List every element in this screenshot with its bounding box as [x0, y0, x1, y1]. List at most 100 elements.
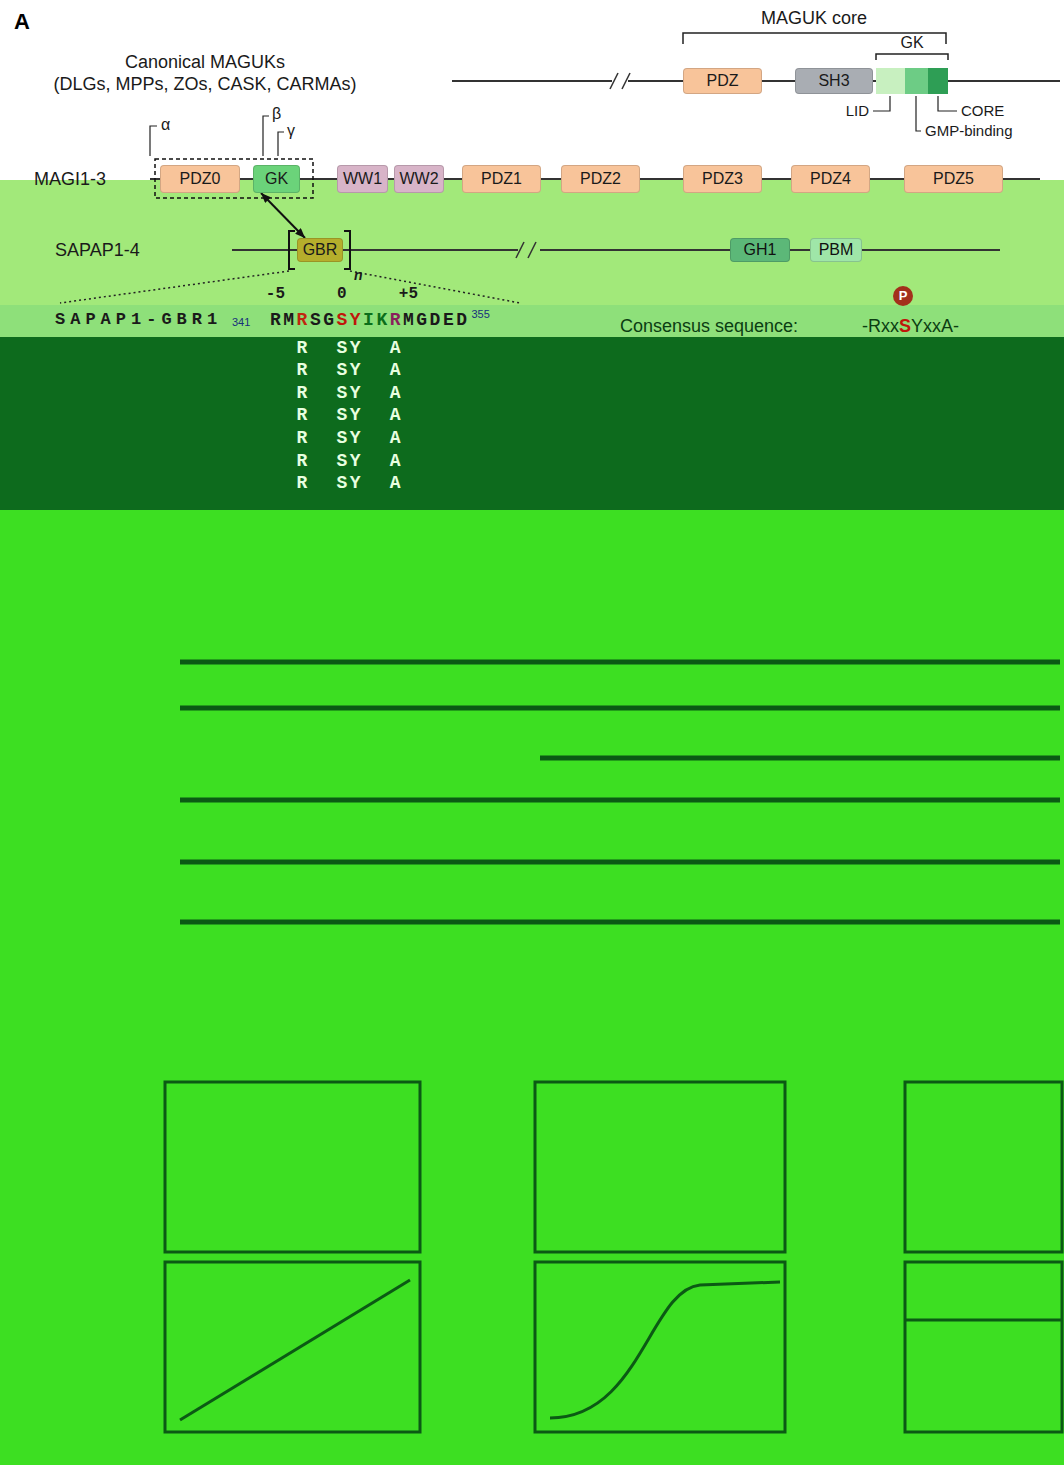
track-line — [540, 756, 1060, 761]
alignment-residue: A — [390, 428, 403, 449]
sequence-residue: R — [390, 310, 403, 331]
plot-frame — [165, 1082, 420, 1252]
gmp-binding-segment — [905, 68, 928, 94]
panel-letter: A — [14, 9, 30, 34]
sequence-residue: RM — [270, 310, 297, 331]
alignment-residue: R — [297, 428, 310, 449]
region-bracket — [150, 126, 157, 156]
break-mark — [610, 73, 618, 89]
bright-green-band — [0, 510, 1064, 1465]
domain-name: PDZ1 — [481, 170, 522, 188]
domain-box: PDZ0 — [160, 165, 240, 193]
break-mark — [528, 242, 536, 258]
residue-number: 341 — [232, 316, 250, 329]
position-number: +5 — [399, 285, 418, 303]
domain-name: SH3 — [818, 72, 849, 90]
subdomain-label: LID — [846, 102, 869, 119]
domain-name: PDZ0 — [180, 170, 221, 188]
obscured-panels — [165, 662, 1062, 1432]
leader-line — [916, 96, 921, 131]
domain-box: PDZ — [683, 68, 762, 94]
domain-box: PDZ5 — [904, 165, 1003, 193]
domain-box: WW2 — [394, 165, 444, 193]
alignment-residue: SY — [337, 451, 364, 472]
domain-box: PDZ1 — [462, 165, 541, 193]
alignment-residue: A — [390, 383, 403, 404]
domain-name: PDZ3 — [702, 170, 743, 188]
domain-box: GK — [253, 165, 300, 193]
dark-green-band — [0, 337, 1064, 510]
repeat-count: n — [354, 267, 363, 283]
domain-name: PDZ5 — [933, 170, 974, 188]
consensus-heading: Consensus sequence: — [620, 316, 798, 337]
sequence-residue: R — [297, 310, 310, 331]
consensus-motif: -Rxx — [862, 316, 899, 337]
domain-name: PDZ4 — [810, 170, 851, 188]
domain-name: PDZ — [707, 72, 739, 90]
sequence-residue: IK — [363, 310, 390, 331]
sequence-residue: SY — [337, 310, 364, 331]
region-bracket — [263, 116, 269, 156]
alignment-residue: R — [297, 360, 310, 381]
sequence-name: SAPAP1-GBR1 — [55, 310, 222, 330]
family-members: (DLGs, MPPs, ZOs, CASK, CARMAs) — [53, 74, 356, 95]
alignment-residue: A — [390, 405, 403, 426]
alignment-residue: SY — [337, 428, 364, 449]
fit-curve — [550, 1282, 780, 1418]
zoom-line — [350, 271, 520, 303]
domain-box: PDZ2 — [561, 165, 640, 193]
alignment-residue: SY — [337, 338, 364, 359]
domain-box: SH3 — [795, 68, 873, 94]
alignment-residue: A — [390, 451, 403, 472]
alignment-residue: R — [297, 451, 310, 472]
leader-line — [873, 96, 890, 111]
subdomain-label: GMP-binding — [925, 122, 1013, 139]
binding-arrow — [261, 193, 305, 238]
track-line — [180, 798, 1060, 803]
core-segment — [928, 68, 948, 94]
alignment-residue: R — [297, 338, 310, 359]
alignment-residue: A — [390, 338, 403, 359]
domain-name: WW1 — [343, 170, 382, 188]
fit-curve — [905, 1319, 1062, 1322]
consensus-motif: YxxA- — [911, 316, 959, 337]
plot-frame — [905, 1262, 1062, 1432]
region-label: β — [272, 105, 281, 123]
domain-name: PBM — [819, 241, 854, 259]
phospho-mark: P — [899, 289, 908, 304]
plot-frame — [535, 1082, 785, 1252]
protein-name: MAGI1-3 — [34, 169, 106, 190]
gk-bracket — [876, 54, 948, 60]
alignment-residue: SY — [337, 473, 364, 494]
bracket-label: MAGUK core — [761, 8, 867, 29]
phospho-circle — [893, 286, 913, 306]
alignment-residue: SY — [337, 405, 364, 426]
residue-number: 355 — [472, 308, 490, 321]
backbone-line — [232, 249, 518, 251]
track-line — [180, 920, 1060, 925]
lid-segment — [876, 68, 905, 94]
plot-frame — [165, 1262, 420, 1432]
region-bracket — [278, 132, 284, 156]
position-number: 0 — [337, 285, 347, 303]
track-line — [180, 660, 1060, 665]
protein-name: SAPAP1-4 — [55, 240, 140, 261]
alignment-residue: R — [297, 473, 310, 494]
domain-box: GBR — [297, 238, 343, 262]
mid-green-band — [0, 305, 1064, 337]
track-line — [180, 706, 1060, 711]
break-mark — [516, 242, 524, 258]
domain-name: GBR — [303, 241, 338, 259]
alignment-residue: R — [297, 405, 310, 426]
domain-box: GH1 — [730, 238, 790, 262]
domain-box: PBM — [810, 238, 862, 262]
family-heading: Canonical MAGUKs — [125, 52, 285, 73]
track-line — [180, 860, 1060, 865]
domain-name: GK — [265, 170, 288, 188]
zoom-line — [60, 271, 289, 303]
domain-box: PDZ4 — [791, 165, 870, 193]
bracket-label: GK — [900, 34, 923, 52]
repeat-bracket — [289, 231, 295, 269]
